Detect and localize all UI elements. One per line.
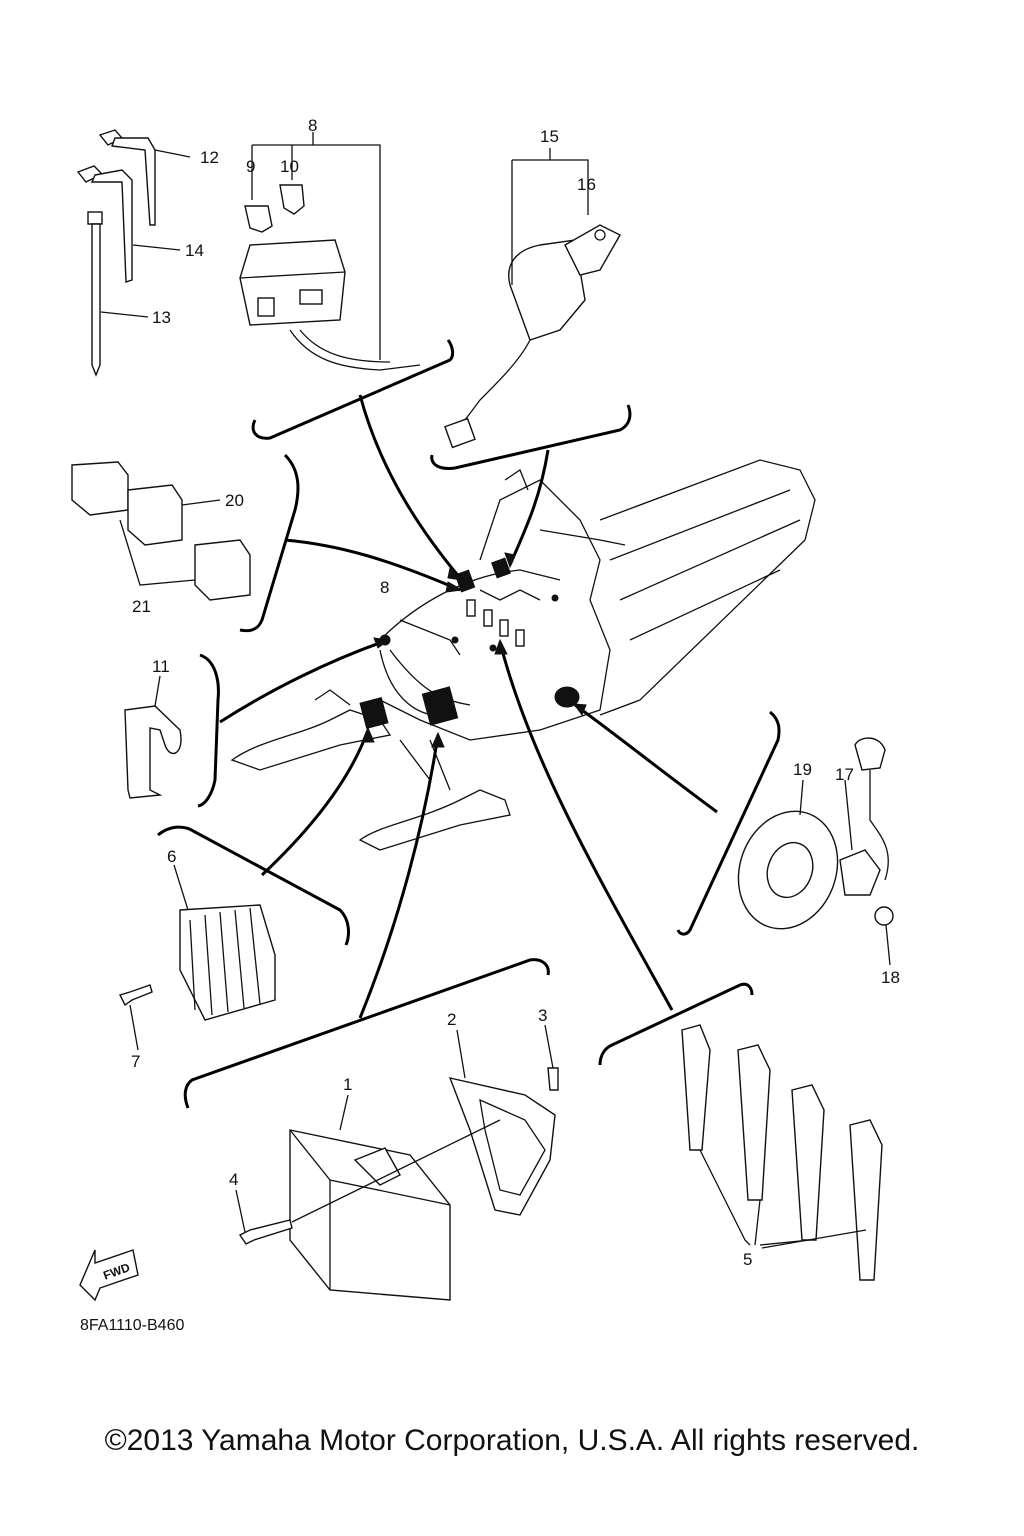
diagram-code: 8FA1110-B460 bbox=[80, 1317, 184, 1334]
ignition-coils bbox=[681, 1024, 883, 1281]
copyright-notice: ©2013 Yamaha Motor Corporation, U.S.A. A… bbox=[105, 1424, 920, 1457]
main-switch-assembly bbox=[444, 148, 621, 449]
label-19: 19 bbox=[793, 760, 812, 779]
ecu-assembly bbox=[235, 1024, 559, 1301]
fwd-arrow-icon: FWD bbox=[79, 1249, 139, 1302]
clamp bbox=[124, 675, 182, 799]
label-8-center: 8 bbox=[380, 578, 389, 597]
label-7: 7 bbox=[131, 1052, 140, 1071]
label-18: 18 bbox=[881, 968, 900, 987]
label-20: 20 bbox=[225, 491, 244, 510]
part-labels: 1 2 3 4 5 6 7 8 8 9 10 11 12 13 14 15 16… bbox=[131, 116, 900, 1269]
label-9: 9 bbox=[246, 157, 255, 176]
label-15: 15 bbox=[540, 127, 559, 146]
regulator bbox=[119, 864, 276, 1051]
label-2: 2 bbox=[447, 1010, 456, 1029]
snowmobile-illustration bbox=[230, 459, 816, 851]
label-13: 13 bbox=[152, 308, 171, 327]
label-17: 17 bbox=[835, 765, 854, 784]
label-10: 10 bbox=[280, 157, 299, 176]
cable-ties bbox=[76, 129, 191, 377]
label-12: 12 bbox=[200, 148, 219, 167]
label-5: 5 bbox=[743, 1250, 752, 1269]
label-1: 1 bbox=[343, 1075, 352, 1094]
leader-lines bbox=[157, 339, 781, 1109]
label-16: 16 bbox=[577, 175, 596, 194]
label-4: 4 bbox=[229, 1170, 238, 1189]
label-8-top: 8 bbox=[308, 116, 317, 135]
label-6: 6 bbox=[167, 847, 176, 866]
pickup-rotor-assembly bbox=[737, 737, 894, 966]
relays bbox=[71, 461, 251, 601]
label-3: 3 bbox=[538, 1006, 547, 1025]
label-11: 11 bbox=[152, 657, 170, 676]
fuse-box-assembly bbox=[239, 132, 421, 371]
label-14: 14 bbox=[185, 241, 204, 260]
label-21: 21 bbox=[132, 597, 151, 616]
